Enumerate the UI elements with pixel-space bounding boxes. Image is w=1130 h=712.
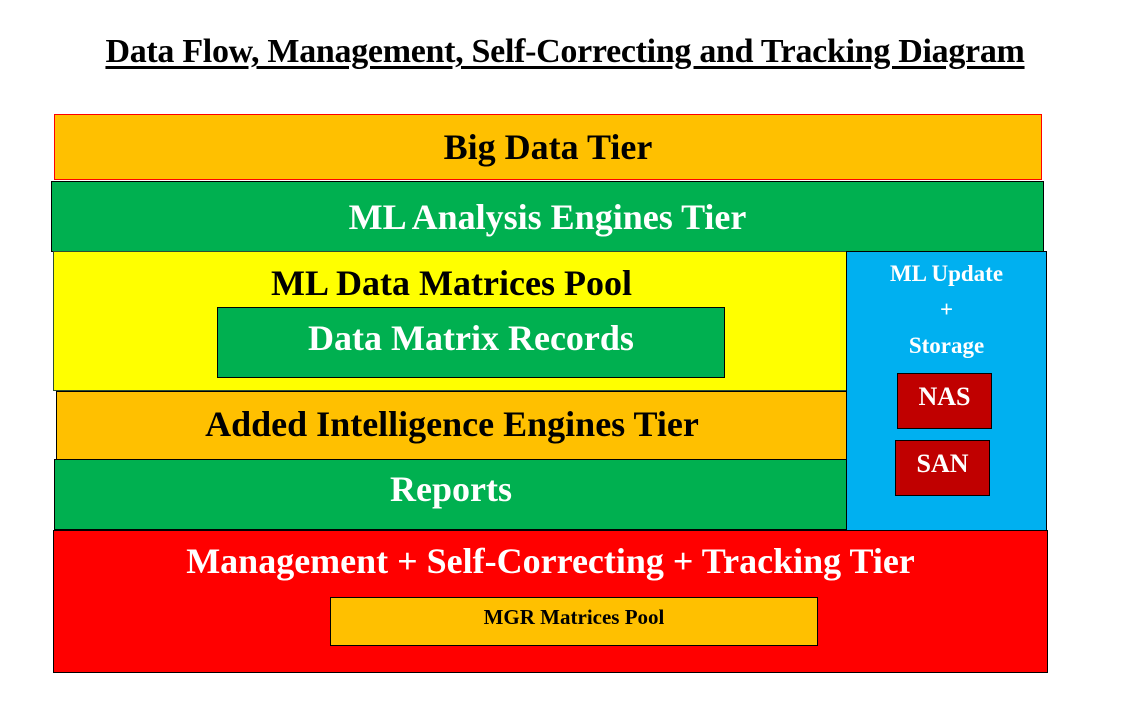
ml-analysis-tier-label: ML Analysis Engines Tier: [348, 196, 747, 237]
data-matrix-records-label: Data Matrix Records: [308, 318, 634, 358]
ml-update-storage-heading: ML Update + Storage: [890, 256, 1003, 364]
reports-tier: Reports: [54, 459, 848, 530]
added-intelligence-label: Added Intelligence Engines Tier: [205, 403, 699, 444]
san-label: SAN: [916, 449, 969, 478]
data-matrix-records-box: Data Matrix Records: [217, 307, 725, 378]
ml-data-pool-label: ML Data Matrices Pool: [271, 263, 632, 303]
mgr-matrices-pool-box: MGR Matrices Pool: [330, 597, 818, 646]
mgr-matrices-pool-label: MGR Matrices Pool: [483, 605, 665, 629]
management-tracking-tier: Management + Self-Correcting + Tracking …: [53, 530, 1048, 673]
management-tier-label: Management + Self-Correcting + Tracking …: [186, 541, 915, 581]
big-data-tier: Big Data Tier: [54, 114, 1042, 180]
diagram-title: Data Flow, Management, Self-Correcting a…: [105, 33, 1025, 70]
nas-label: NAS: [918, 382, 971, 411]
plus-line: +: [939, 297, 954, 322]
added-intelligence-engines-tier: Added Intelligence Engines Tier: [56, 391, 848, 460]
storage-line: Storage: [908, 333, 985, 358]
san-box: SAN: [895, 440, 990, 496]
reports-label: Reports: [390, 468, 512, 509]
ml-analysis-engines-tier: ML Analysis Engines Tier: [51, 181, 1044, 252]
ml-update-line: ML Update: [889, 261, 1004, 286]
big-data-tier-label: Big Data Tier: [443, 127, 653, 167]
nas-box: NAS: [897, 373, 992, 429]
